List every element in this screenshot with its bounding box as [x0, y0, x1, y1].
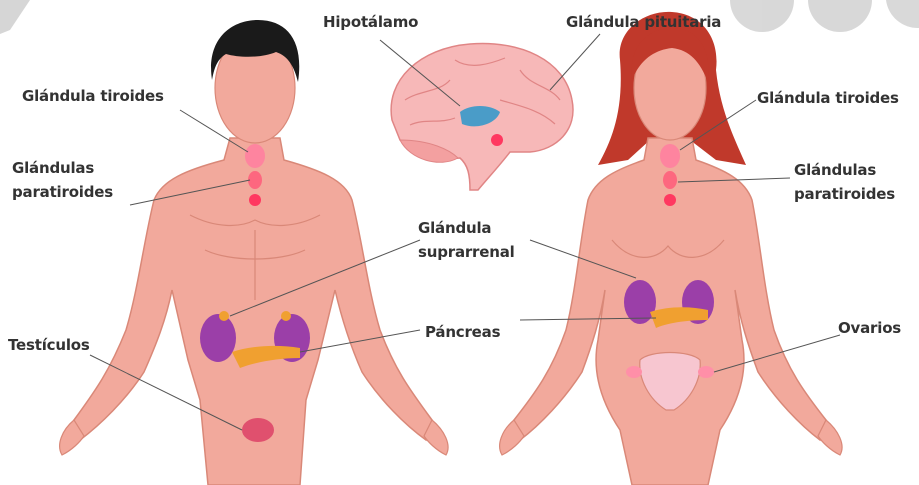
- female-ovary-right: [698, 366, 714, 378]
- label-pancreas: Páncreas: [425, 322, 500, 342]
- male-thyroid: [245, 144, 265, 168]
- label-suprarrenal-line2: suprarrenal: [418, 242, 515, 262]
- male-adrenal: [249, 194, 261, 206]
- male-testes: [242, 418, 274, 442]
- label-paratiroides-left-line2: paratiroides: [12, 182, 113, 202]
- label-paratiroides-right-line1: Glándulas: [794, 160, 876, 180]
- label-paratiroides-right-line2: paratiroides: [794, 184, 895, 204]
- female-thyroid: [660, 144, 680, 168]
- male-adrenal-left: [219, 311, 229, 321]
- decorative-corner-shape: [0, 0, 30, 34]
- male-adrenal-right: [281, 311, 291, 321]
- brain: [391, 43, 573, 190]
- male-kidney-left: [200, 314, 236, 362]
- label-suprarrenal-line1: Glándula: [418, 218, 491, 238]
- label-tiroides-right: Glándula tiroides: [757, 88, 899, 108]
- label-paratiroides-left-line1: Glándulas: [12, 158, 94, 178]
- label-tiroides-left: Glándula tiroides: [22, 86, 164, 106]
- label-ovarios: Ovarios: [838, 318, 901, 338]
- pituitary-gland: [491, 134, 503, 146]
- female-kidney-left: [624, 280, 656, 324]
- label-hipotalamo: Hipotálamo: [323, 12, 418, 32]
- female-ovary-left: [626, 366, 642, 378]
- label-glandula-pituitaria: Glándula pituitaria: [566, 12, 721, 32]
- female-parathyroid: [663, 171, 677, 189]
- female-adrenal: [664, 194, 676, 206]
- decorative-circles: [730, 0, 919, 32]
- male-parathyroid: [248, 171, 262, 189]
- label-testiculos: Testículos: [8, 335, 90, 355]
